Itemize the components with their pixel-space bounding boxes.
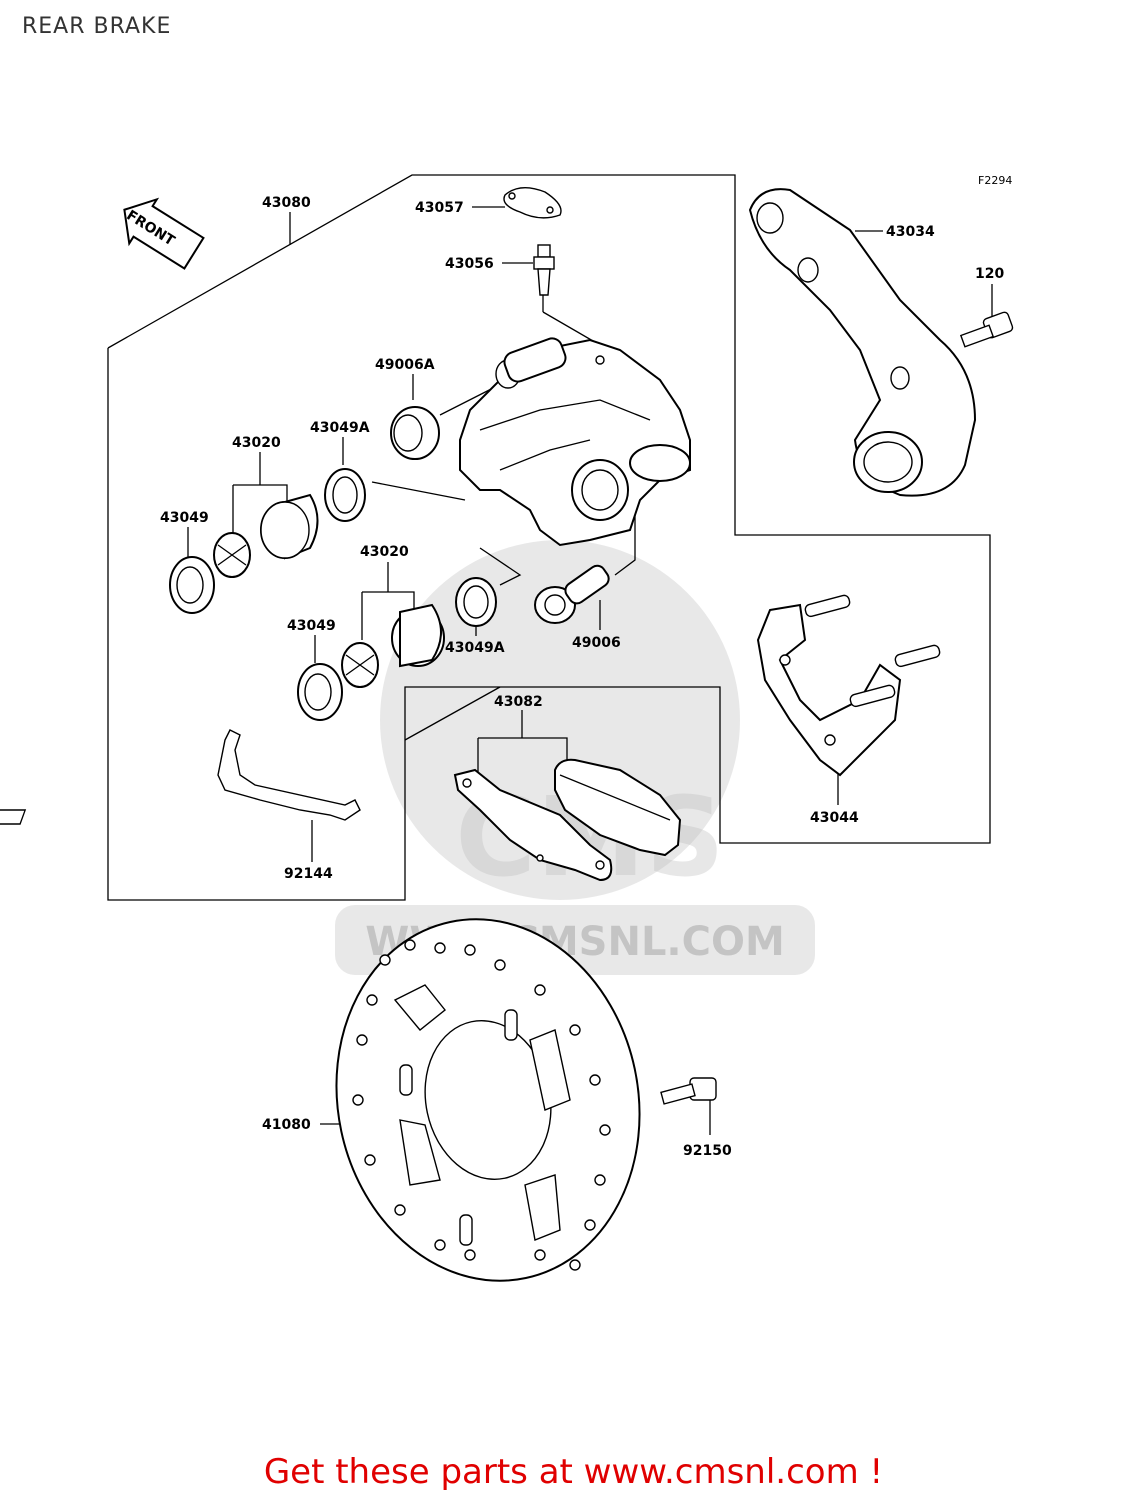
brake-pad-left (453, 768, 613, 882)
bleeder-valve (533, 244, 555, 296)
part-label: 92144 (284, 866, 333, 882)
bleeder-cap (503, 187, 562, 219)
disc-slots (393, 984, 571, 1246)
sleeve-boot-upper (390, 406, 440, 460)
dust-seal-upper (169, 556, 215, 614)
bracket-bolt (959, 311, 1014, 348)
piston-seal-lower (455, 577, 497, 627)
part-label: 92150 (683, 1143, 732, 1159)
piston-seal-upper (324, 468, 366, 522)
figure-code: F2294 (978, 174, 1012, 187)
leader-lines (187, 206, 993, 1135)
part-labels: 43080 43057 43056 43034 120 49006A 43020… (160, 195, 1004, 1159)
part-label: 43049A (310, 420, 370, 436)
part-label: 43020 (232, 435, 281, 451)
caliper-bracket-arm (748, 188, 977, 497)
sleeve-pin-lower (534, 564, 610, 624)
disc-bolt (660, 1077, 717, 1105)
pad-bracket (756, 594, 941, 777)
part-label: 43082 (494, 694, 543, 710)
piston-insulator-lower (341, 642, 379, 688)
part-label: 49006 (572, 635, 621, 651)
part-label: 43049 (287, 618, 336, 634)
disc-vent-holes (352, 939, 611, 1271)
part-label: 43034 (886, 224, 935, 240)
part-label: 43020 (360, 544, 409, 560)
caliper-assembly-frame (107, 174, 991, 901)
brake-disc (335, 918, 641, 1282)
get-parts-link[interactable]: Get these parts at www.cmsnl.com ! (263, 1452, 884, 1492)
piston-insulator-upper (213, 532, 251, 578)
brake-pad-right (554, 758, 682, 857)
part-label: 49006A (375, 357, 435, 373)
part-label: 43056 (445, 256, 494, 272)
part-label: 120 (975, 266, 1004, 282)
part-label: 43080 (262, 195, 311, 211)
front-arrow-icon: FRONT (123, 197, 205, 270)
page-title: REAR BRAKE (22, 14, 172, 39)
dust-seal-lower (297, 663, 343, 721)
part-label: 43049 (160, 510, 209, 526)
anti-rattle-spring (0, 729, 361, 825)
part-label: 41080 (262, 1117, 311, 1133)
part-label: 43057 (415, 200, 464, 216)
piston-lower (391, 603, 445, 668)
part-label: 43044 (810, 810, 859, 826)
piston-upper (260, 493, 319, 560)
pad-kit-frame (404, 686, 501, 741)
caliper-body (459, 337, 691, 547)
part-label: 43049A (445, 640, 505, 656)
